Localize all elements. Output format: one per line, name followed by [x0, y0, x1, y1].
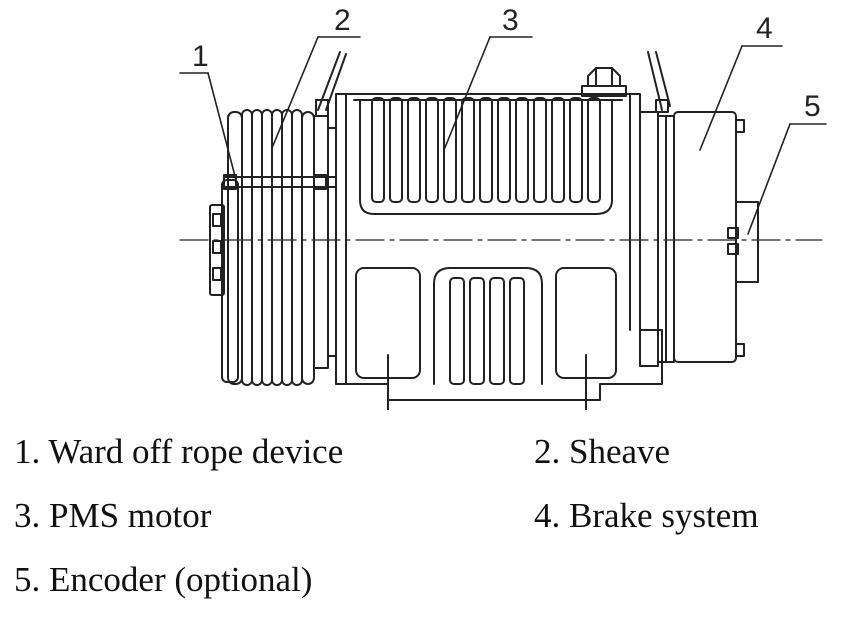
legend-item-sheave: 2. Sheave: [534, 432, 671, 471]
encoder-drawing: [727, 201, 759, 283]
traction-machine-drawing: 1 2 3 4 5: [179, 4, 827, 410]
upper-cooling-fins: [371, 97, 601, 203]
callout-5: 5: [804, 90, 821, 123]
sheave-assembly: [209, 51, 347, 386]
callout-1: 1: [192, 40, 209, 73]
callout-4: 4: [756, 12, 773, 45]
legend-item-pms-motor: 3. PMS motor: [14, 496, 212, 535]
leader-lines: [179, 36, 827, 235]
legend-item-encoder: 5. Encoder (optional): [14, 560, 313, 599]
callout-2: 2: [334, 4, 351, 37]
motor-housing: [335, 67, 663, 410]
brake-system-drawing: [639, 51, 745, 367]
legend-item-ward-off-rope-device: 1. Ward off rope device: [14, 432, 344, 471]
legend-item-brake-system: 4. Brake system: [534, 496, 759, 535]
callout-3: 3: [502, 4, 519, 37]
